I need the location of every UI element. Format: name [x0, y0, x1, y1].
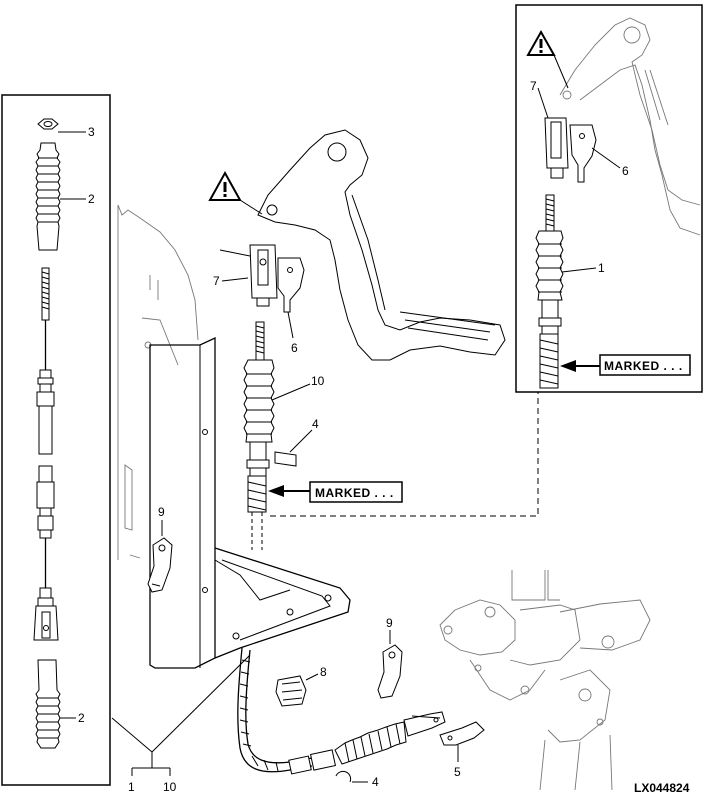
bracket-label-10: 10 — [163, 780, 177, 794]
callout-4-upper: 4 — [312, 417, 319, 431]
pedal-lever — [257, 129, 506, 361]
warning-icon — [208, 170, 263, 215]
marked-text-inset: MARKED . . . — [604, 359, 683, 373]
grommet-part — [275, 673, 319, 707]
main-cable-part — [243, 321, 275, 513]
left-cam-part — [147, 520, 173, 593]
bracket-label-1: 1 — [128, 780, 135, 794]
right-cam-part — [377, 630, 403, 699]
callout-6-main: 6 — [291, 341, 298, 355]
callout-2-lower: 2 — [78, 711, 85, 725]
mounting-bracket — [149, 336, 351, 669]
callout-6-inset: 6 — [622, 164, 629, 178]
threaded-rod-part — [41, 267, 50, 370]
nut-part — [37, 118, 59, 130]
warning-icon — [526, 29, 569, 89]
callout-8: 8 — [320, 665, 327, 679]
marked-text-main: MARKED . . . — [315, 486, 394, 500]
upper-boot-part — [35, 142, 61, 251]
callout-3: 3 — [88, 125, 95, 139]
ferrule-part — [36, 369, 55, 455]
main-clevis-part — [219, 244, 278, 307]
sleeve-part — [36, 465, 55, 607]
main-pin-part — [277, 257, 305, 339]
callout-7-main: 7 — [213, 274, 220, 288]
lower-boot-part — [35, 659, 61, 749]
transmission-housing — [439, 570, 651, 791]
callout-9-left: 9 — [158, 505, 165, 519]
upper-clip-part — [274, 429, 313, 467]
callout-5: 5 — [454, 765, 461, 779]
lower-cable-part — [237, 512, 446, 775]
callout-1-inset: 1 — [598, 261, 605, 275]
clevis-part — [33, 605, 59, 641]
callout-4-lower: 4 — [372, 775, 379, 789]
marked-label-main: MARKED . . . — [268, 481, 403, 503]
callout-2-upper: 2 — [88, 192, 95, 206]
exploded-cable-panel: 3 2 2 — [1, 94, 111, 786]
callout-10: 10 — [311, 374, 325, 388]
lower-pin-part — [439, 721, 485, 762]
frame-background — [117, 204, 199, 560]
figure-id: LX044824 — [634, 781, 690, 795]
lower-clip-part — [335, 770, 368, 783]
callout-9-right: 9 — [386, 616, 393, 630]
inset-detail-panel: 7 6 1 MARKED . . . — [515, 4, 703, 393]
callout-7-inset: 7 — [530, 79, 537, 93]
assembly-bracket: 1 10 — [111, 654, 251, 794]
